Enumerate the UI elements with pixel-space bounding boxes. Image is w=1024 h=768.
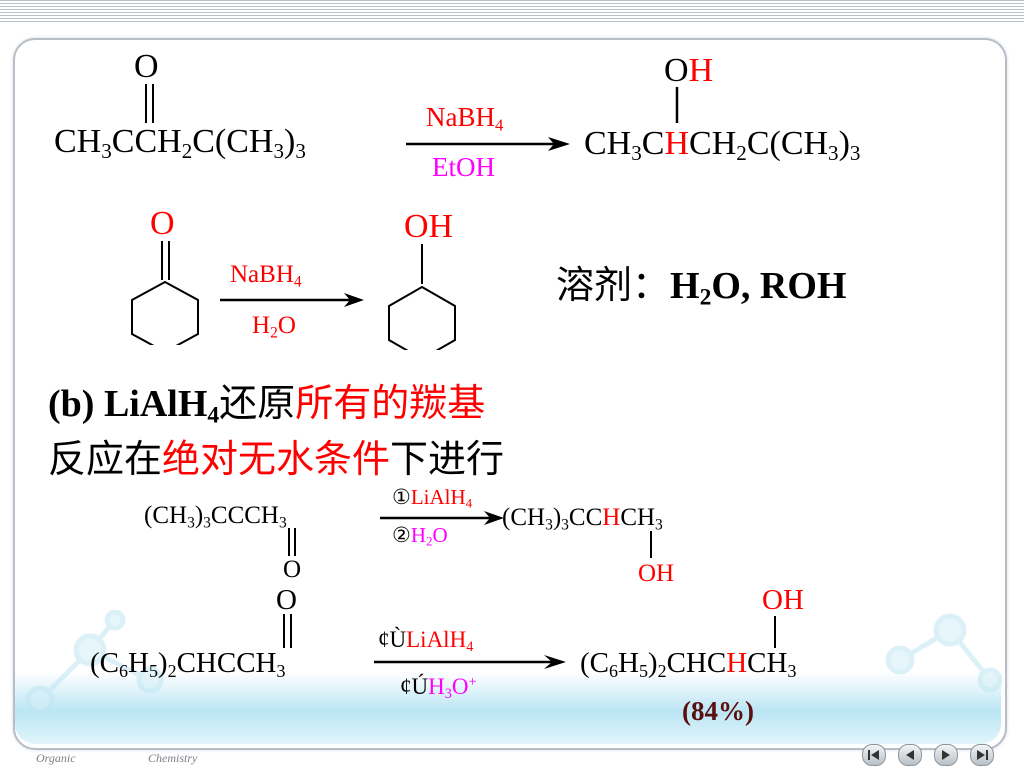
rxn2-reagent-top: NaBH4 [230, 261, 302, 291]
cyclohexanol-ring [388, 244, 456, 350]
skip-back-icon [868, 750, 879, 760]
solvent-note: 溶剂：H2O, ROH [556, 263, 847, 311]
cyclohexanone-ring [131, 241, 199, 345]
rxn3-arrow [380, 511, 504, 525]
previous-icon [906, 750, 914, 760]
nav-last-button[interactable] [970, 744, 994, 766]
molecule-decoration-right [885, 613, 1003, 693]
decorative-band [15, 672, 1001, 744]
footer-organic: Organic [36, 751, 76, 765]
rxn2-reagent-bottom: H2O [252, 312, 296, 342]
slide-frame [13, 38, 1007, 750]
rxn1-reactant-oxygen: O [134, 48, 159, 85]
rxn1-arrow [406, 137, 570, 151]
rxn1-product-oh: OH [664, 52, 714, 89]
molecule-decoration-left [25, 610, 164, 715]
rxn3-reagent-bottom: ②H2O [392, 523, 448, 549]
rxn4-arrow [374, 655, 566, 669]
rxn4-reagent-bottom: ¢ÚH3O+ [400, 674, 477, 702]
rxn4-reactant-formula: (C6H5)2CHCCH3 [90, 647, 286, 682]
rxn3-reactant-oxygen: O [283, 556, 302, 583]
nav-first-button[interactable] [862, 744, 886, 766]
footer-chemistry: Chemistry [148, 751, 198, 765]
rxn3-product-oh: OH [638, 560, 675, 587]
rxn4-bonds [283, 614, 776, 648]
nav-previous-button[interactable] [898, 744, 922, 766]
rxn3-reagent-top: ①LiAlH4 [392, 485, 473, 511]
rxn3-reactant-formula: (CH3)3CCCH3 [144, 502, 287, 532]
rxn2-arrow [220, 293, 364, 307]
rxn2-reactant-oxygen: O [150, 205, 175, 242]
lialh4-heading: (b) LiAlH4还原所有的羰基 [48, 381, 486, 429]
rxn4-yield: (84%) [682, 696, 754, 726]
anhydrous-condition-line: 反应在绝对无水条件下进行 [48, 437, 505, 481]
rxn2-product-oh: OH [404, 208, 454, 245]
rxn3-product-formula: (CH3)3CCHCH3 [502, 504, 663, 534]
rxn1-reactant-formula: CH3CCH2C(CH3)3 [54, 123, 306, 163]
rxn1-product-formula: CH3CHCH2C(CH3)3 [584, 125, 861, 165]
nav-next-button[interactable] [934, 744, 958, 766]
rxn1-reactant-carbonyl-bond [145, 84, 679, 123]
rxn3-bonds [288, 528, 652, 558]
rxn4-product-formula: (C6H5)2CHCHCH3 [580, 647, 797, 682]
top-stripe [0, 0, 1024, 24]
rxn4-reactant-oxygen: O [276, 584, 297, 616]
rxn4-product-oh: OH [762, 584, 804, 616]
rxn4-reagent-top: ¢ÙLiAlH4 [378, 627, 474, 655]
next-icon [942, 750, 950, 760]
rxn1-reagent-top: NaBH4 [426, 102, 504, 135]
skip-forward-icon [977, 750, 988, 760]
rxn1-reagent-bottom: EtOH [432, 152, 495, 182]
